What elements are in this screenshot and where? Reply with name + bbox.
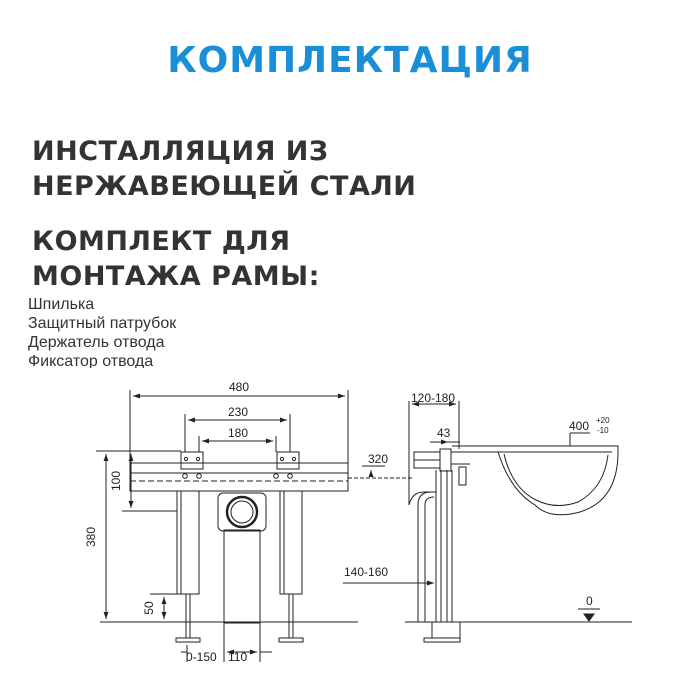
parts-item: Шпилька [28, 296, 95, 313]
dim-drain-width: 110 [228, 650, 247, 664]
bracket-right [276, 451, 300, 470]
bracket-left [180, 451, 204, 470]
foot-right [278, 637, 304, 643]
rail-hole [287, 473, 293, 479]
dim-bowl-tol-minus: -10 [597, 426, 609, 435]
dim-floor-level: 0 [586, 594, 593, 608]
dim-height-total: 380 [84, 527, 98, 547]
heading-installation: ИНСТАЛЛЯЦИЯ ИЗ НЕРЖАВЕЮЩЕЙ СТАЛИ [32, 134, 416, 204]
parts-item: Защитный патрубок [28, 315, 177, 332]
heading-installation-line-1: ИНСТАЛЛЯЦИЯ ИЗ [32, 136, 329, 167]
dim-bowl-tol-plus: +20 [596, 416, 610, 425]
dim-wall-gap: 140-160 [344, 565, 388, 579]
rail-hole [273, 473, 279, 479]
dim-stud-span: 230 [228, 405, 248, 419]
parts-item: Держатель отвода [28, 334, 165, 351]
dim-bowl-height: 400 [569, 419, 589, 433]
heading-kit-line-2: МОНТАЖА РАМЫ: [32, 261, 320, 292]
heading-installation-line-2: НЕРЖАВЕЮЩЕЙ СТАЛИ [32, 171, 417, 202]
drain-coupling [217, 492, 267, 532]
leg-right [279, 490, 303, 595]
heading-kit-line-1: КОМПЛЕКТ ДЛЯ [32, 226, 291, 257]
drain-pipe [223, 529, 261, 624]
parts-item: Фиксатор отвода [28, 353, 154, 368]
foot-left [175, 637, 201, 643]
dim-bracket-span: 180 [228, 426, 248, 440]
dim-depth: 120-180 [411, 391, 455, 405]
rail-hole [182, 473, 188, 479]
top-rail [129, 462, 349, 492]
dim-total-width: 480 [229, 380, 249, 394]
heading-kit: КОМПЛЕКТ ДЛЯ МОНТАЖА РАМЫ: [32, 224, 320, 294]
dim-foot-height: 50 [142, 601, 156, 615]
wash-basin [470, 445, 619, 516]
dim-offset: 43 [437, 426, 451, 440]
side-foot [431, 621, 461, 639]
side-view [343, 401, 632, 643]
parts-list: Шпилька Защитный патрубок Держатель отво… [28, 295, 176, 368]
dim-rim-height: 320 [368, 452, 388, 466]
dim-rail-height: 100 [109, 471, 123, 491]
dim-foot-adjust: 0-150 [186, 650, 217, 664]
page-title: КОМПЛЕКТАЦИЯ [167, 40, 533, 81]
front-view [96, 390, 358, 662]
leg-left [176, 490, 200, 595]
rail-hole [196, 473, 202, 479]
